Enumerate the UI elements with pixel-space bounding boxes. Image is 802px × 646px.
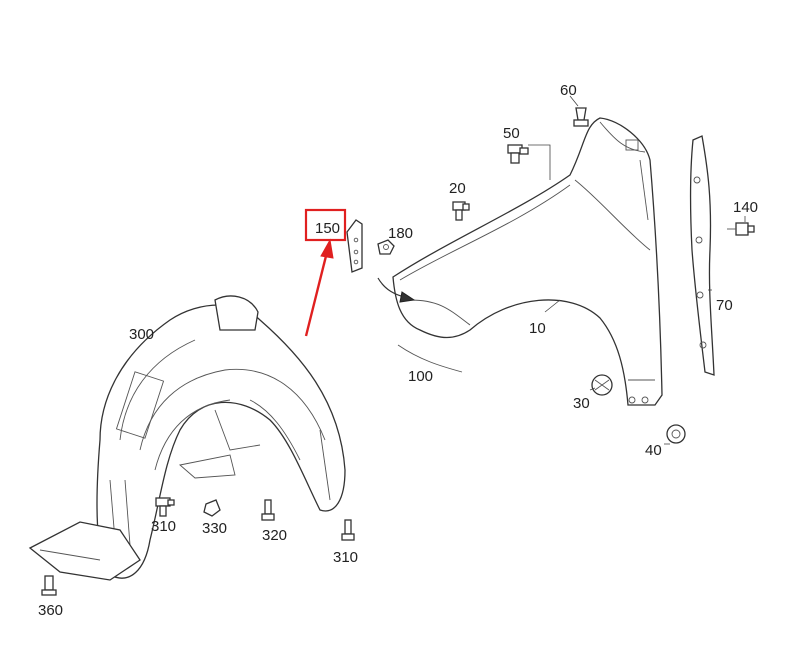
clip-60 <box>573 107 589 127</box>
bracket-part <box>346 219 363 273</box>
label-310-left: 310 <box>151 518 176 535</box>
strip-part <box>689 135 715 376</box>
nut-330 <box>203 499 221 517</box>
fender-arrowhead <box>399 291 416 303</box>
label-360: 360 <box>38 602 63 619</box>
bolt-50 <box>507 144 529 164</box>
fender-part <box>392 117 663 406</box>
label-330: 330 <box>202 520 227 537</box>
bolt-20 <box>452 201 470 221</box>
label-150: 150 <box>315 220 340 237</box>
label-320: 320 <box>262 527 287 544</box>
screw-310-left <box>155 497 175 517</box>
label-50: 50 <box>503 125 520 142</box>
leader-50 <box>528 144 551 180</box>
highlight-arrowhead <box>320 238 334 259</box>
label-30: 30 <box>573 395 590 412</box>
highlight-box <box>304 208 347 242</box>
leader-60 <box>569 95 579 107</box>
leader-10 <box>544 299 561 313</box>
label-20: 20 <box>449 180 466 197</box>
label-40: 40 <box>645 442 662 459</box>
clip-30 <box>591 374 613 396</box>
label-300: 300 <box>129 326 154 343</box>
screw-140 <box>727 222 755 236</box>
highlight-arrow <box>304 251 329 337</box>
screw-320 <box>261 499 275 521</box>
leader-30 <box>589 387 596 391</box>
nut-180 <box>377 239 395 255</box>
wheel-liner-part <box>28 295 346 581</box>
label-60: 60 <box>560 82 577 99</box>
label-310-right: 310 <box>333 549 358 566</box>
label-140: 140 <box>733 199 758 216</box>
label-70: 70 <box>716 297 733 314</box>
screw-310-right <box>341 519 355 541</box>
label-100: 100 <box>408 368 433 385</box>
screw-360 <box>41 575 57 596</box>
label-180: 180 <box>388 225 413 242</box>
nut-40 <box>666 424 686 444</box>
label-10: 10 <box>529 320 546 337</box>
